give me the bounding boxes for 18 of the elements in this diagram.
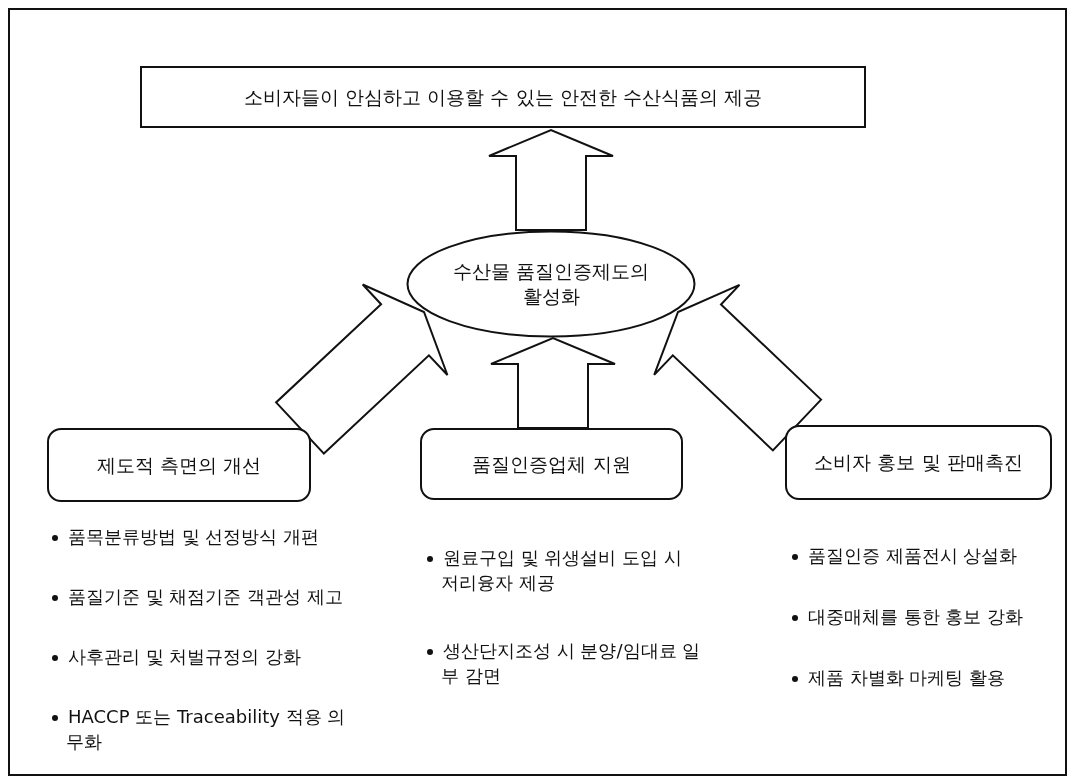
bullet-item: 대중매체를 통한 홍보 강화 (790, 604, 1075, 629)
bullet-item: 생산단지조성 시 분양/임대료 일부 감면 (425, 638, 703, 688)
goal-box: 소비자들이 안심하고 이용할 수 있는 안전한 수산식품의 제공 (140, 66, 866, 128)
block-arrow (274, 283, 449, 455)
bullet-item: 원료구입 및 위생설비 도입 시 저리융자 제공 (425, 545, 703, 595)
bullet-item: 품질기준 및 채점기준 객관성 제고 (50, 584, 356, 609)
bullet-item: HACCP 또는 Traceability 적용 의무화 (50, 704, 356, 754)
block-arrow (490, 336, 616, 429)
block-arrow (488, 128, 614, 231)
block-arrow (653, 283, 823, 452)
bullet-item: 품목분류방법 및 선정방식 개편 (50, 524, 356, 549)
strategy-box: 제도적 측면의 개선 (47, 428, 311, 502)
bullet-item: 제품 차별화 마케팅 활용 (790, 665, 1075, 690)
bullet-item: 사후관리 및 처벌규정의 강화 (50, 644, 356, 669)
core-ellipse: 수산물 품질인증제도의 활성화 (406, 230, 696, 338)
bullet-item: 품질인증 제품전시 상설화 (790, 543, 1075, 568)
strategy-box: 품질인증업체 지원 (420, 428, 683, 500)
strategy-box: 소비자 홍보 및 판매촉진 (785, 425, 1052, 500)
